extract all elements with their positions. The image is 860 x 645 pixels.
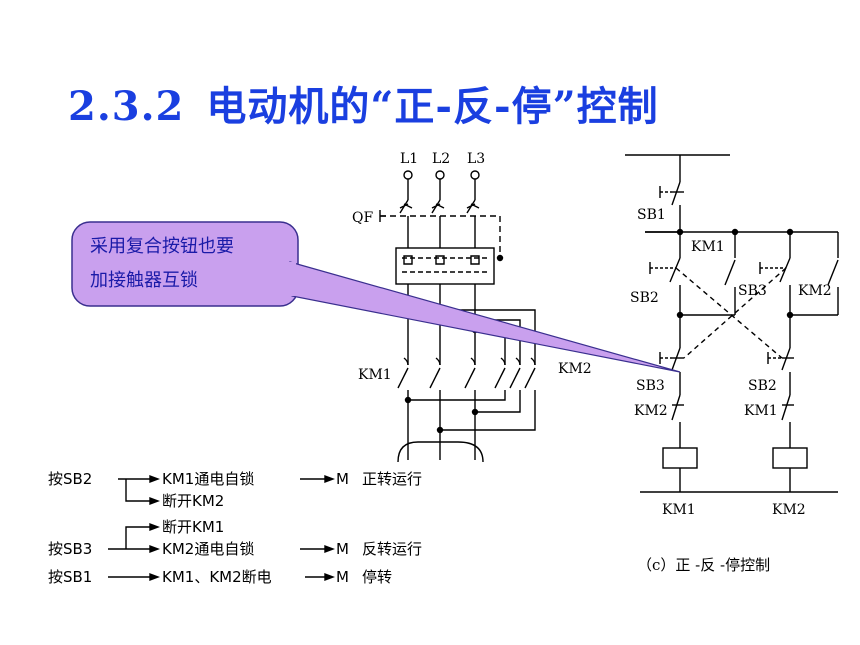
control-circuit [625, 154, 839, 493]
label-coil-km1: KM1 [662, 502, 696, 518]
breaker-qf [379, 199, 501, 258]
notes-arrows [108, 474, 335, 582]
label-km2-main: KM2 [558, 361, 592, 377]
callout: 采用复合按钮也要 加接触器互锁 [71, 221, 681, 373]
note-r4-start: 按SB3 [48, 540, 92, 558]
note-r4-b: 反转运行 [362, 540, 422, 558]
label-l2: L2 [432, 151, 450, 167]
label-sb2-lower: SB2 [748, 378, 777, 394]
terminal-l2 [435, 170, 445, 180]
label-km1-hold: KM1 [691, 239, 725, 255]
label-km2-interlock: KM2 [634, 403, 668, 419]
note-r3: 断开KM1 [162, 518, 224, 536]
km1-main-contacts [397, 357, 476, 389]
label-sb2: SB2 [630, 290, 659, 306]
callout-pointer [289, 261, 681, 373]
diagram-caption: （c）正 -反 -停控制 [637, 556, 770, 574]
note-r5-start: 按SB1 [48, 568, 92, 586]
note-r1-a: KM1通电自锁 [162, 470, 254, 488]
sb1-stop-button [659, 181, 684, 232]
terminal-l1 [403, 170, 413, 180]
page-title: 2.3.2 电动机的“正-反-停”控制 [68, 74, 659, 132]
note-r5-b: 停转 [362, 568, 392, 586]
note-r1-b: 正转运行 [362, 470, 422, 488]
callout-line2: 加接触器互锁 [90, 270, 198, 291]
note-r2: 断开KM2 [162, 492, 224, 510]
callout-line1: 采用复合按钮也要 [90, 236, 234, 257]
km2-main-contacts [494, 357, 536, 389]
motor-symbol [397, 441, 484, 463]
note-r4-a: KM2通电自锁 [162, 540, 254, 558]
label-l3: L3 [467, 151, 485, 167]
note-r4-arrow: M [336, 540, 349, 558]
label-sb3-lower: SB3 [636, 378, 665, 394]
section-number: 2.3.2 [68, 83, 185, 130]
label-sb1: SB1 [637, 207, 666, 223]
label-km1-interlock: KM1 [744, 403, 778, 419]
terminal-l3 [470, 170, 480, 180]
label-l1: L1 [400, 151, 418, 167]
thermal-relay [395, 247, 504, 285]
note-r1-arrow: M [336, 470, 349, 488]
label-km2-hold: KM2 [798, 283, 832, 299]
note-r5-arrow: M [336, 568, 349, 586]
note-r1-start: 按SB2 [48, 470, 92, 488]
note-r5-a: KM1、KM2断电 [162, 568, 272, 586]
coil-km2 [772, 447, 808, 469]
coil-km1 [662, 447, 698, 469]
label-km1-main: KM1 [358, 367, 392, 383]
label-qf: QF [352, 210, 373, 226]
label-coil-km2: KM2 [772, 502, 806, 518]
label-sb3: SB3 [738, 283, 767, 299]
title-text: 电动机的“正-反-停”控制 [206, 83, 659, 130]
